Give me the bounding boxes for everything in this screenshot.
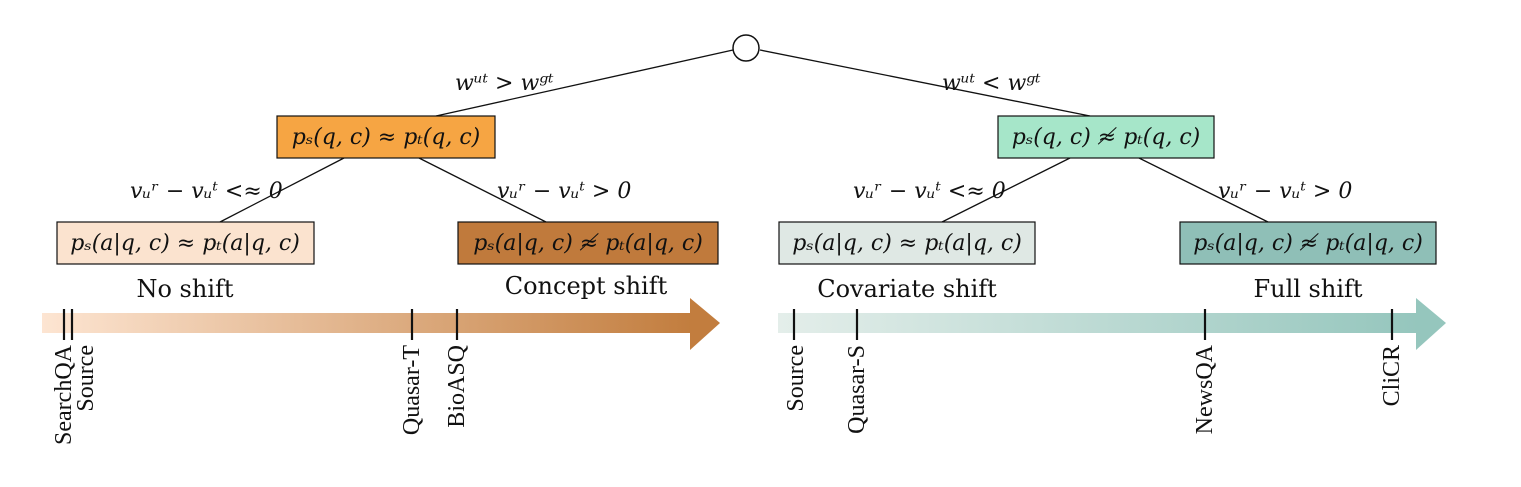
node-right-mid-text: pₛ(q, c) ≉ pₜ(q, c) [1012, 125, 1201, 150]
dataset-newsqa: NewsQA [1192, 344, 1218, 434]
leaf-4-text: pₛ(a|q, c) ≉ pₜ(a|q, c) [1193, 231, 1423, 256]
dataset-clicr: CliCR [1379, 345, 1405, 406]
node-left-mid-text: pₛ(q, c) ≈ pₜ(q, c) [292, 125, 481, 150]
dataset-searchqa: SearchQA [51, 344, 77, 445]
dataset-source-right: Source [783, 345, 809, 412]
label-covariate-shift: Covariate shift [817, 275, 997, 303]
arrow-left-shaft [42, 313, 692, 333]
leaf-3-text: pₛ(a|q, c) ≈ pₜ(a|q, c) [792, 231, 1022, 256]
branch-label-right-right: vᵤʳ − vᵤᵗ > 0 [1218, 179, 1352, 204]
dataset-source-left: Source [73, 345, 99, 412]
node-right-mid-box [997, 115, 1215, 159]
label-no-shift: No shift [136, 275, 233, 303]
tree-edges [219, 49, 1269, 223]
edge-root-right [759, 49, 1091, 117]
arrow-left-head [690, 298, 720, 350]
arrow-right-head [1416, 298, 1446, 350]
root-node [732, 34, 760, 62]
arrow-right-shaft [778, 313, 1418, 333]
branch-label-right: wᵘᵗ < wᵍᵗ [942, 71, 1041, 96]
branch-label-right-left: vᵤʳ − vᵤᵗ <≈ 0 [853, 179, 1006, 204]
axis-arrow-right [778, 298, 1446, 350]
leaf-2-text: pₛ(a|q, c) ≉ pₜ(a|q, c) [473, 231, 703, 256]
leaf-1-box [56, 221, 315, 265]
branch-label-left-right: vᵤʳ − vᵤᵗ > 0 [497, 179, 631, 204]
label-concept-shift: Concept shift [505, 272, 668, 300]
leaf-2-box [457, 221, 719, 265]
label-full-shift: Full shift [1253, 275, 1362, 303]
branch-label-left-left: vᵤʳ − vᵤᵗ <≈ 0 [130, 179, 283, 204]
edge-right-leaf4 [1138, 157, 1269, 223]
leaf-1-text: pₛ(a|q, c) ≈ pₜ(a|q, c) [70, 231, 300, 256]
edge-left-leaf1 [219, 157, 345, 223]
axis-arrow-left [42, 298, 720, 350]
leaf-3-box [778, 221, 1036, 265]
edge-root-left [435, 49, 734, 117]
leaf-4-box [1179, 221, 1437, 265]
node-left-mid-box [276, 115, 496, 159]
ticks [62, 309, 1394, 340]
edge-left-leaf2 [418, 157, 547, 223]
dataset-quasar-t: Quasar-T [399, 345, 425, 435]
dataset-labels: SearchQA Source Quasar-T BioASQ Source Q… [51, 344, 1405, 445]
edge-right-leaf3 [941, 157, 1071, 223]
branch-label-left: wᵘᵗ > wᵍᵗ [455, 71, 554, 96]
dataset-bioasq: BioASQ [444, 345, 470, 428]
dataset-quasar-s: Quasar-S [844, 345, 870, 434]
